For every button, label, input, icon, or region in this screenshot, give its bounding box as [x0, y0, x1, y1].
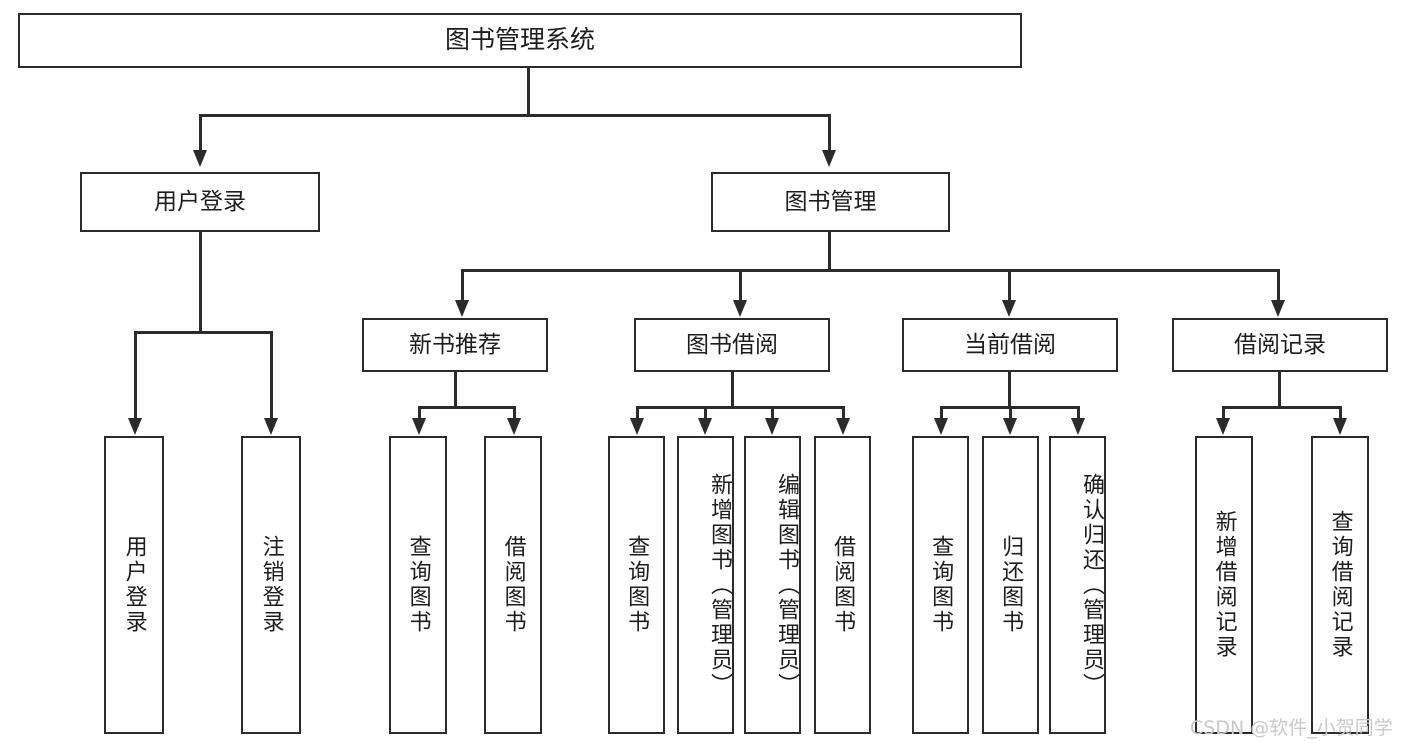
connector-borrow-record-bar: [1222, 406, 1341, 409]
node-label: 借阅图书: [500, 535, 526, 635]
arrow-icon-to-current-borrow: [1002, 300, 1016, 317]
node-current-borrow[interactable]: 当前借阅: [902, 318, 1118, 372]
connector-borrow-record-stem: [1278, 372, 1281, 409]
arrow-icon-book-borrow-leaf-3: [765, 418, 779, 435]
node-user-login[interactable]: 用户登录: [80, 172, 320, 232]
arrow-icon-borrow-record-leaf-1: [1216, 418, 1230, 435]
node-label: 确认归还（管理员）: [1079, 472, 1104, 698]
arrow-icon-current-borrow-leaf-2: [1003, 418, 1017, 435]
arrow-icon-to-new-book: [455, 300, 469, 317]
arrow-icon-book-borrow-leaf-1: [630, 418, 644, 435]
connector-borrow-record-to-leaf-2: [1339, 406, 1342, 420]
connector-book-manage-to-borrow: [739, 269, 742, 302]
leaf-borrow-book-recommend[interactable]: 借阅图书: [484, 436, 542, 734]
connector-user-login-to-leaf-1: [134, 331, 137, 420]
arrow-icon-root-to-book-manage: [822, 150, 836, 167]
arrow-icon-to-book-borrow: [733, 300, 747, 317]
arrow-icon-user-login-leaf-2: [264, 418, 278, 435]
leaf-confirm-return-admin[interactable]: 确认归还（管理员）: [1049, 436, 1106, 734]
node-label: 用户登录: [121, 535, 147, 635]
leaf-borrow-book[interactable]: 借阅图书: [814, 436, 871, 734]
leaf-return-book[interactable]: 归还图书: [982, 436, 1039, 734]
connector-book-manage-bar: [461, 269, 1280, 272]
connector-current-borrow-to-leaf-3: [1077, 406, 1080, 420]
connector-user-login-bar: [134, 331, 273, 334]
connector-new-book-bar: [418, 406, 515, 409]
csdn-watermark: CSDN @软件_小贺同学: [1190, 717, 1393, 739]
arrow-icon-borrow-record-leaf-2: [1333, 418, 1347, 435]
node-label: 新增借阅记录: [1211, 510, 1237, 660]
node-label: 借阅记录: [1234, 331, 1326, 358]
connector-book-manage-to-new-book: [461, 269, 464, 302]
connector-book-borrow-to-leaf-1: [636, 406, 639, 420]
node-book-management[interactable]: 图书管理: [711, 172, 950, 232]
connector-new-book-stem: [454, 372, 457, 409]
connector-borrow-record-to-leaf-1: [1222, 406, 1225, 420]
arrow-icon-new-book-leaf-1: [412, 418, 426, 435]
connector-user-login-to-leaf-2: [270, 331, 273, 420]
leaf-edit-book-admin[interactable]: 编辑图书（管理员）: [744, 436, 801, 734]
arrow-icon-book-borrow-leaf-4: [836, 418, 850, 435]
node-label: 查询图书: [405, 535, 431, 635]
node-label: 图书管理: [784, 188, 877, 215]
leaf-add-borrow-record[interactable]: 新增借阅记录: [1195, 436, 1253, 734]
arrow-icon-current-borrow-leaf-3: [1071, 418, 1085, 435]
connector-book-borrow-to-leaf-3: [771, 406, 774, 420]
node-label: 查询图书: [624, 535, 650, 635]
connector-root-stem: [527, 68, 530, 115]
connector-current-borrow-to-leaf-1: [940, 406, 943, 420]
connector-book-borrow-stem: [731, 372, 734, 409]
node-label: 用户登录: [154, 188, 246, 215]
connector-book-borrow-to-leaf-4: [842, 406, 845, 420]
leaf-add-book-admin[interactable]: 新增图书（管理员）: [677, 436, 734, 734]
node-label: 当前借阅: [964, 331, 1056, 358]
arrow-icon-root-to-user-login: [193, 150, 207, 167]
leaf-logout[interactable]: 注销登录: [241, 436, 301, 734]
connector-book-manage-stem: [828, 232, 831, 271]
node-label: 编辑图书（管理员）: [774, 472, 799, 698]
node-new-book-recommend[interactable]: 新书推荐: [362, 318, 548, 372]
node-label: 归还图书: [998, 535, 1024, 635]
node-label: 查询图书: [928, 535, 954, 635]
node-borrow-record[interactable]: 借阅记录: [1172, 318, 1388, 372]
connector-root-bar: [199, 114, 830, 117]
connector-current-borrow-to-leaf-2: [1009, 406, 1012, 420]
leaf-query-borrow-record[interactable]: 查询借阅记录: [1311, 436, 1369, 734]
arrow-icon-current-borrow-leaf-1: [934, 418, 948, 435]
arrow-icon-user-login-leaf-1: [128, 418, 142, 435]
leaf-query-book-recommend[interactable]: 查询图书: [389, 436, 447, 734]
node-label: 查询借阅记录: [1327, 510, 1353, 660]
connector-book-borrow-bar: [636, 406, 844, 409]
connector-current-borrow-stem: [1008, 372, 1011, 409]
connector-root-to-user-login: [199, 114, 202, 152]
node-label: 图书借阅: [686, 331, 778, 358]
arrow-icon-to-borrow-record: [1271, 300, 1285, 317]
node-label: 借阅图书: [830, 535, 856, 635]
connector-new-book-to-leaf-1: [418, 406, 421, 420]
node-label: 注销登录: [258, 535, 284, 635]
connector-new-book-to-leaf-2: [513, 406, 516, 420]
node-root-library-system[interactable]: 图书管理系统: [18, 13, 1022, 68]
connector-book-borrow-to-leaf-2: [704, 406, 707, 420]
connector-book-manage-to-record: [1277, 269, 1280, 302]
node-label: 新增图书（管理员）: [707, 472, 732, 698]
leaf-query-book-current[interactable]: 查询图书: [912, 436, 969, 734]
connector-user-login-stem: [199, 232, 202, 333]
arrow-icon-book-borrow-leaf-2: [698, 418, 712, 435]
leaf-user-login[interactable]: 用户登录: [104, 436, 164, 734]
node-label: 新书推荐: [409, 331, 501, 358]
node-book-borrow[interactable]: 图书借阅: [634, 318, 830, 372]
node-label: 图书管理系统: [444, 25, 595, 55]
connector-root-to-book-manage: [828, 114, 831, 152]
leaf-query-book-borrow[interactable]: 查询图书: [608, 436, 665, 734]
arrow-icon-new-book-leaf-2: [507, 418, 521, 435]
connector-book-manage-to-current: [1008, 269, 1011, 302]
